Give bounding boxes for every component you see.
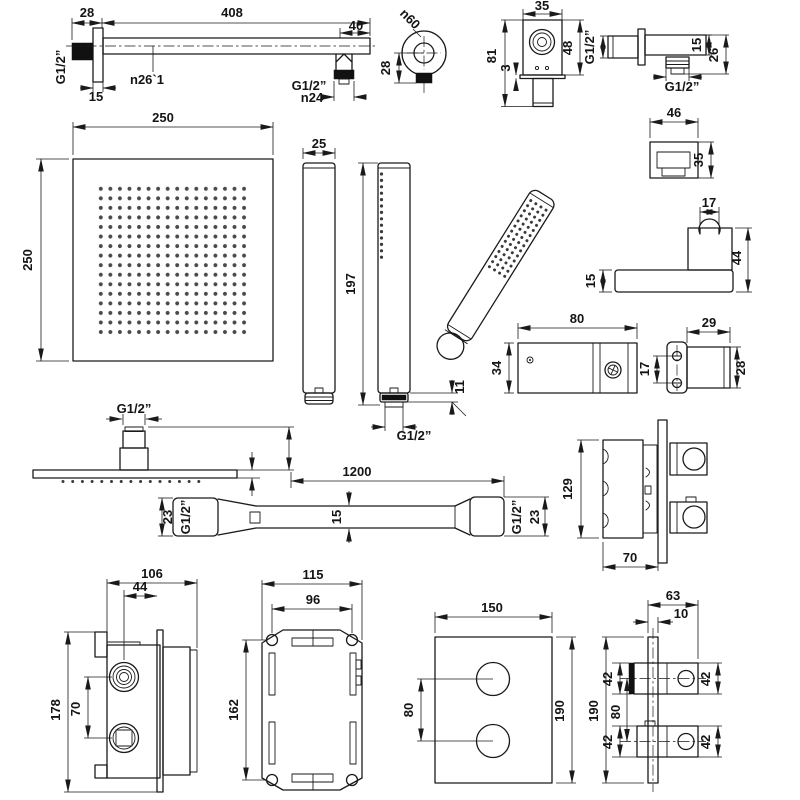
- holder-side-view: 17 44 15: [583, 195, 752, 293]
- dim-holder-base: 15: [583, 274, 598, 288]
- mounting-box-view: 115 96 162: [226, 567, 363, 791]
- dim-outlet-body: 48: [560, 41, 575, 55]
- dim-elbow-body: 15: [689, 38, 704, 52]
- escutcheon-view: n60 28: [378, 6, 447, 93]
- dim-plate-centers: 80: [401, 703, 416, 717]
- dim-hose-right-thread: G1/2”: [509, 500, 524, 535]
- dim-box-width: 106: [141, 566, 163, 581]
- dim-vrear-knob2-right: 42: [698, 735, 713, 749]
- dim-vrear-knob1-right: 42: [698, 672, 713, 686]
- overhead-shower-top-view: 250 250: [20, 110, 274, 362]
- dim-arm-flange-depth: 15: [89, 89, 103, 104]
- dim-slider-length: 80: [570, 311, 584, 326]
- dim-vrear-plate: 10: [674, 606, 688, 621]
- dim-hose-length: 1200: [343, 464, 372, 479]
- dim-valve-height: 129: [560, 478, 575, 500]
- handshower-front-view: 25: [302, 136, 336, 405]
- dim-head-side-thread: G1/2”: [117, 401, 152, 416]
- dim-holder-depth: 35: [691, 153, 706, 167]
- dim-slider-side-holes: 17: [637, 362, 652, 376]
- handshower-perspective-view: [436, 189, 555, 360]
- dim-mbox-holes: 96: [306, 592, 320, 607]
- dim-outlet-width: 35: [535, 0, 549, 13]
- dim-handshower-thread: G1/2”: [397, 428, 432, 443]
- dim-hose-left-thread: G1/2”: [178, 500, 193, 535]
- dim-hose-left-dia: 23: [160, 510, 175, 524]
- dim-arm-length: 408: [221, 5, 243, 20]
- dim-valve-depth: 70: [623, 550, 637, 565]
- dim-arm-nut-diameter: n24: [301, 90, 324, 105]
- overhead-shower-side-view: G1/2”: [32, 401, 294, 496]
- dim-box-centers: 70: [68, 702, 83, 716]
- dim-arm-pipe-diameter: n26`1: [130, 72, 164, 87]
- dim-mbox-height: 162: [226, 699, 241, 721]
- dim-vrear-knob2: 42: [600, 735, 615, 749]
- handshower-spray-view: 197 11 G1/2”: [343, 162, 467, 443]
- hose-view: 1200 23 G1/2” G1/2” 23 15: [158, 464, 549, 543]
- dim-vrear-knob1: 42: [600, 672, 615, 686]
- face-plate-view: 150 190 80: [401, 600, 576, 784]
- dim-elbow-in-thread: G1/2”: [582, 30, 597, 65]
- dim-head-height: 250: [20, 249, 35, 271]
- dim-vrear-centers: 80: [608, 705, 623, 719]
- dim-arm-end: 40: [349, 18, 363, 33]
- dim-plate-width: 150: [481, 600, 503, 615]
- dim-holder-clip: 17: [702, 195, 716, 210]
- dim-handshower-width: 25: [312, 136, 326, 151]
- dim-arm-out-thread: G1/2”: [292, 78, 327, 93]
- shower-arm-view: 28 408 40 G1/2” 15 n26`1 G1/2” n24: [53, 5, 378, 105]
- dim-handshower-tip: 11: [452, 380, 467, 394]
- dim-slider-side-width: 28: [733, 361, 748, 375]
- valve-side-view: 129 70: [560, 419, 708, 571]
- dim-hose-right-dia: 23: [527, 510, 542, 524]
- square-outlet-view: 35 81 3 48: [484, 0, 584, 108]
- dim-holder-height: 44: [729, 250, 744, 265]
- dim-slider-width: 34: [489, 360, 504, 375]
- rough-in-box-view: 106 44 178 70: [48, 566, 198, 793]
- dim-outlet-height-total: 81: [484, 49, 499, 63]
- dim-plate-height: 190: [552, 700, 567, 722]
- dim-handshower-length: 197: [343, 273, 358, 295]
- dim-arm-wall-thread: G1/2”: [53, 50, 68, 85]
- dim-mbox-width: 115: [303, 567, 324, 582]
- dim-box-inner: 44: [133, 579, 148, 594]
- dim-head-width: 250: [152, 110, 174, 125]
- dim-slider-side-depth: 29: [702, 315, 716, 330]
- dim-vrear-height: 190: [586, 700, 601, 722]
- dim-escutcheon-diameter: n60: [397, 6, 423, 32]
- slider-front-view: 80 34: [489, 311, 638, 394]
- dim-hose-dia: 15: [329, 510, 344, 524]
- valve-rear-view: 63 10 190 42 80 42 42 42: [586, 588, 722, 792]
- dim-arm-flange-width: 28: [80, 5, 94, 20]
- dim-elbow-total: 26: [706, 48, 721, 62]
- slider-side-view: 29 17 28: [637, 315, 748, 394]
- holder-top-view: 46 35: [649, 105, 714, 179]
- dim-escutcheon-connector: 28: [378, 61, 393, 75]
- dim-box-height: 178: [48, 699, 63, 721]
- dim-holder-width: 46: [667, 105, 681, 120]
- wall-elbow-view: G1/2” 15 26 G1/2”: [582, 28, 729, 94]
- dim-outlet-plate: 3: [498, 64, 513, 71]
- dim-vrear-depth: 63: [666, 588, 680, 603]
- nozzle-grid: [96, 184, 248, 336]
- dim-elbow-out-thread: G1/2”: [665, 79, 700, 94]
